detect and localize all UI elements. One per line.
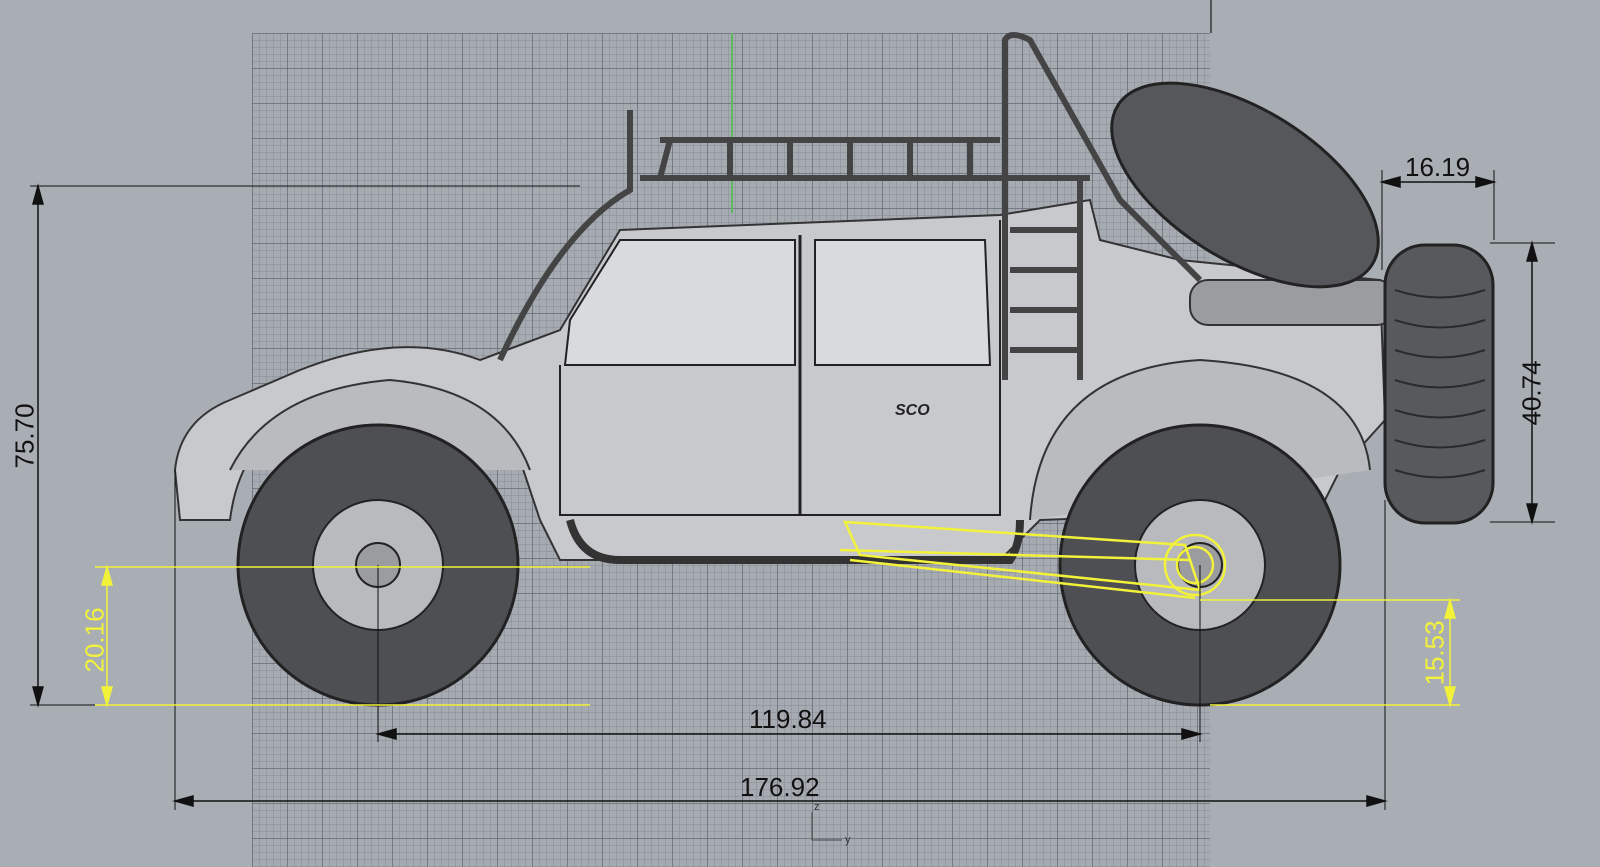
wheelbase-dimension: 119.84 — [749, 704, 827, 734]
viewport-frame-line — [1210, 0, 1212, 33]
rear-spare-tire[interactable] — [1383, 243, 1495, 525]
door-badge: SCO — [895, 402, 930, 419]
ucs-y-label: y — [845, 834, 851, 846]
ucs-icon — [811, 812, 842, 841]
yellow-dimension-lines — [95, 564, 1460, 708]
roof-spare-tire[interactable] — [1078, 42, 1412, 328]
front-clearance-dimension: 20.16 — [79, 607, 110, 673]
roof-rack[interactable] — [497, 32, 1203, 380]
exhaust-canister[interactable] — [1189, 279, 1396, 326]
ucs-z-label: z — [814, 801, 820, 813]
rear-clearance-dimension: 15.53 — [1419, 620, 1450, 686]
spare-height-dimension: 40.74 — [1516, 360, 1547, 426]
world-axis-line — [731, 33, 733, 213]
spare-offset-dimension: 16.19 — [1405, 152, 1471, 182]
overall-height-dimension: 75.70 — [9, 403, 40, 469]
overall-length-dimension: 176.92 — [740, 772, 820, 802]
